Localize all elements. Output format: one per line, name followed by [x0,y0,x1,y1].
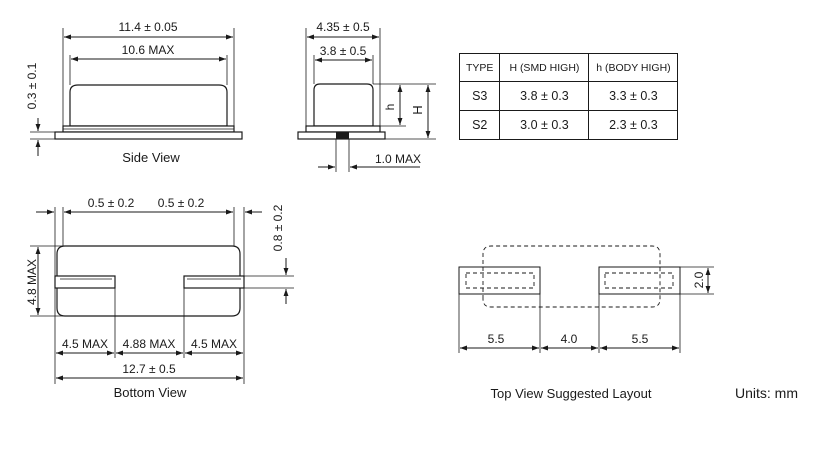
table-header-smd-high: H (SMD HIGH) [499,53,590,82]
label-H: H [410,105,425,114]
dim-side-base-height: 0.3 ± 0.1 [25,62,39,109]
table-header-type: TYPE [458,53,501,82]
bottom-view: 0.5 ± 0.2 0.5 ± 0.2 0.8 ± 0.2 4.8 MAX 4.… [25,196,294,400]
table-row: S2 3.0 ± 0.3 2.3 ± 0.3 [458,110,679,140]
dim-seg-right: 4.5 MAX [191,337,237,351]
dim-side-length: 11.4 ± 0.05 [118,20,177,34]
side-body [69,84,228,127]
spec-table: TYPE H (SMD HIGH) h (BODY HIGH) S3 3.8 ±… [458,53,679,140]
layout-body-outline [482,245,661,308]
layout-lead-right [604,272,674,289]
end-body [313,83,374,127]
end-base-plate [305,125,381,133]
side-base-pad [54,131,243,140]
end-pad-mark [336,132,349,139]
layout-view-caption: Top View Suggested Layout [491,386,652,401]
layout-pad-left [458,266,541,295]
dim-lead-height: 0.8 ± 0.2 [271,204,285,251]
table-cell: 3.8 ± 0.3 [499,81,590,111]
table-cell: 3.0 ± 0.3 [499,110,590,140]
dim-right-lead: 0.5 ± 0.2 [158,196,205,210]
table-cell: S3 [458,81,501,111]
bottom-lead-right [183,275,245,289]
dim-total-length: 12.7 ± 0.5 [122,362,176,376]
dim-seg-left: 4.5 MAX [62,337,108,351]
side-view-caption: Side View [122,150,180,165]
table-cell: 3.3 ± 0.3 [588,81,679,111]
end-view: 4.35 ± 0.5 3.8 ± 0.5 h H 1.0 MAX [297,20,436,172]
bottom-view-caption: Bottom View [114,385,187,400]
dim-seg-mid: 4.88 MAX [123,337,176,351]
dim-end-pad: 1.0 MAX [375,152,421,166]
table-cell: 2.3 ± 0.3 [588,110,679,140]
table-header-body-high: h (BODY HIGH) [588,53,679,82]
side-view: 11.4 ± 0.05 10.6 MAX 0.3 ± 0.1 Side View [25,20,243,165]
dim-layout-gap: 4.0 [561,332,578,346]
label-h: h [383,104,397,111]
units-label: Units: mm [735,385,798,401]
dim-end-width: 4.35 ± 0.5 [316,20,370,34]
layout-pad-right [598,266,681,295]
dim-layout-pad-right: 5.5 [632,332,649,346]
layout-lead-left [465,272,535,289]
dim-layout-pad-height: 2.0 [692,271,706,288]
bottom-lead-left [54,275,116,289]
dim-end-top-width: 3.8 ± 0.5 [320,44,367,58]
layout-view: 2.0 5.5 4.0 5.5 Top View Suggested Layou… [458,245,714,401]
table-cell: S2 [458,110,501,140]
dim-bottom-height: 4.8 MAX [25,259,39,305]
table-header-row: TYPE H (SMD HIGH) h (BODY HIGH) [458,53,679,82]
dim-left-lead: 0.5 ± 0.2 [88,196,135,210]
dim-layout-pad-left: 5.5 [488,332,505,346]
dim-side-top-length: 10.6 MAX [122,43,175,57]
table-row: S3 3.8 ± 0.3 3.3 ± 0.3 [458,81,679,111]
